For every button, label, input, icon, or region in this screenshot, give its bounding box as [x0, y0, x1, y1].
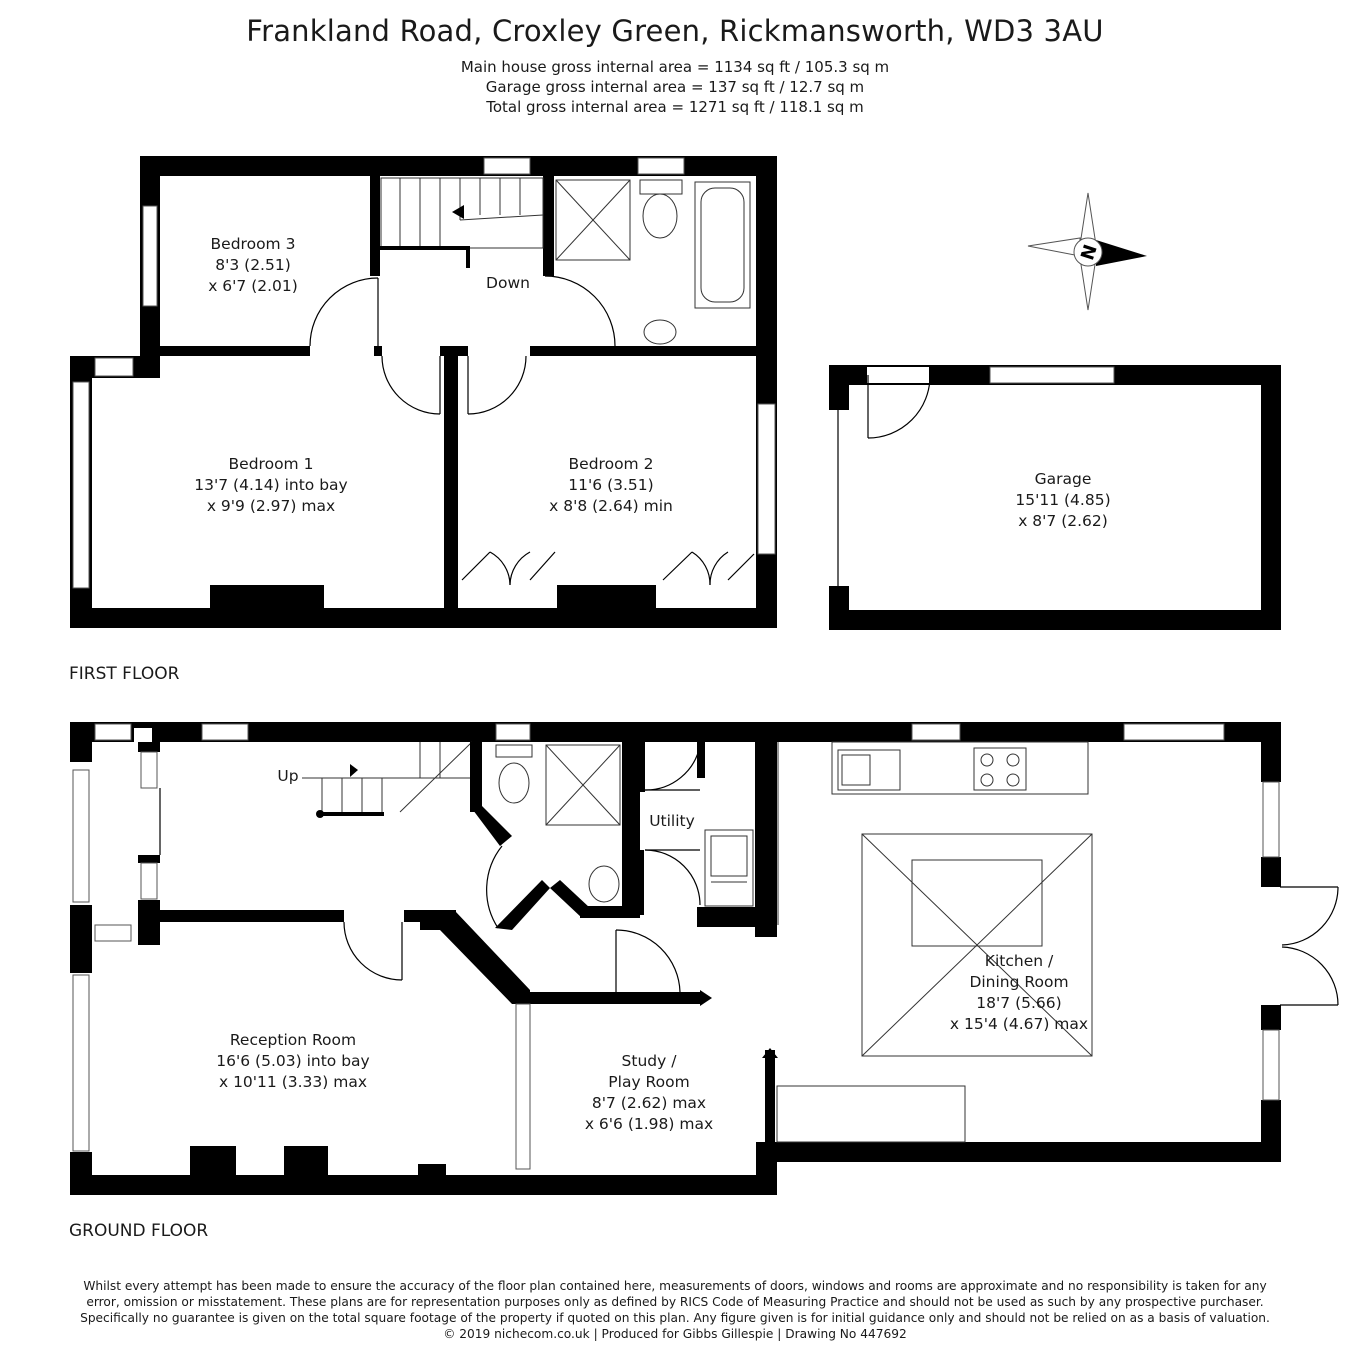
disclaimer: Whilst every attempt has been made to en… [40, 1278, 1310, 1342]
study-name1: Study / [622, 1052, 678, 1070]
kitchen-dim1: 18'7 (5.66) [976, 994, 1061, 1012]
copyright-line: © 2019 nichecom.co.uk | Produced for Gib… [443, 1327, 907, 1341]
study-dim1: 8'7 (2.62) max [592, 1094, 706, 1112]
area-garage: Garage gross internal area = 137 sq ft /… [485, 78, 865, 96]
garage-plan: Garage 15'11 (4.85) x 8'7 (2.62) [829, 365, 1281, 630]
area-summary: Main house gross internal area = 1134 sq… [0, 57, 1350, 117]
area-total: Total gross internal area = 1271 sq ft /… [486, 98, 864, 116]
garage-dim2: x 8'7 (2.62) [1018, 512, 1108, 530]
bedroom2-dim2: x 8'8 (2.64) min [549, 497, 673, 515]
bedroom3-name: Bedroom 3 [211, 235, 296, 253]
first-floor-plan: Bedroom 3 8'3 (2.51) x 6'7 (2.01) Down B… [70, 156, 777, 628]
reception-name: Reception Room [230, 1031, 356, 1049]
bedroom2-dim1: 11'6 (3.51) [568, 476, 653, 494]
reception-dim2: x 10'11 (3.33) max [219, 1073, 367, 1091]
disclaimer-line2: error, omission or misstatement. These p… [86, 1295, 1264, 1309]
compass-north-letter: N [1077, 242, 1102, 263]
study-dim2: x 6'6 (1.98) max [585, 1115, 713, 1133]
bedroom3-dim2: x 6'7 (2.01) [208, 277, 298, 295]
ground-floor-label: GROUND FLOOR [69, 1221, 209, 1241]
first-floor-label: FIRST FLOOR [69, 664, 180, 684]
first-floor-stairs-label: Down [486, 274, 530, 292]
compass-icon: N [1027, 192, 1147, 311]
utility-label: Utility [649, 812, 695, 830]
kitchen-name1: Kitchen / [985, 952, 1054, 970]
ground-floor-stairs-label: Up [277, 767, 298, 785]
area-main: Main house gross internal area = 1134 sq… [460, 58, 890, 76]
garage-dim1: 15'11 (4.85) [1015, 491, 1110, 509]
disclaimer-line3: Specifically no guarantee is given on th… [80, 1311, 1270, 1325]
study-name2: Play Room [608, 1073, 689, 1091]
disclaimer-line1: Whilst every attempt has been made to en… [83, 1279, 1267, 1293]
ground-floor-plan: Up Utility Kitchen / Dining Room 18'7 (5… [70, 722, 1339, 1195]
bedroom1-dim2: x 9'9 (2.97) max [207, 497, 335, 515]
bedroom2-name: Bedroom 2 [569, 455, 654, 473]
plan-title: Frankland Road, Croxley Green, Rickmansw… [246, 14, 1104, 48]
garage-name: Garage [1035, 470, 1092, 488]
kitchen-name2: Dining Room [969, 973, 1068, 991]
bedroom1-name: Bedroom 1 [229, 455, 314, 473]
kitchen-dim2: x 15'4 (4.67) max [950, 1015, 1088, 1033]
reception-dim1: 16'6 (5.03) into bay [216, 1052, 369, 1070]
bedroom3-dim1: 8'3 (2.51) [215, 256, 291, 274]
bedroom1-dim1: 13'7 (4.14) into bay [194, 476, 347, 494]
